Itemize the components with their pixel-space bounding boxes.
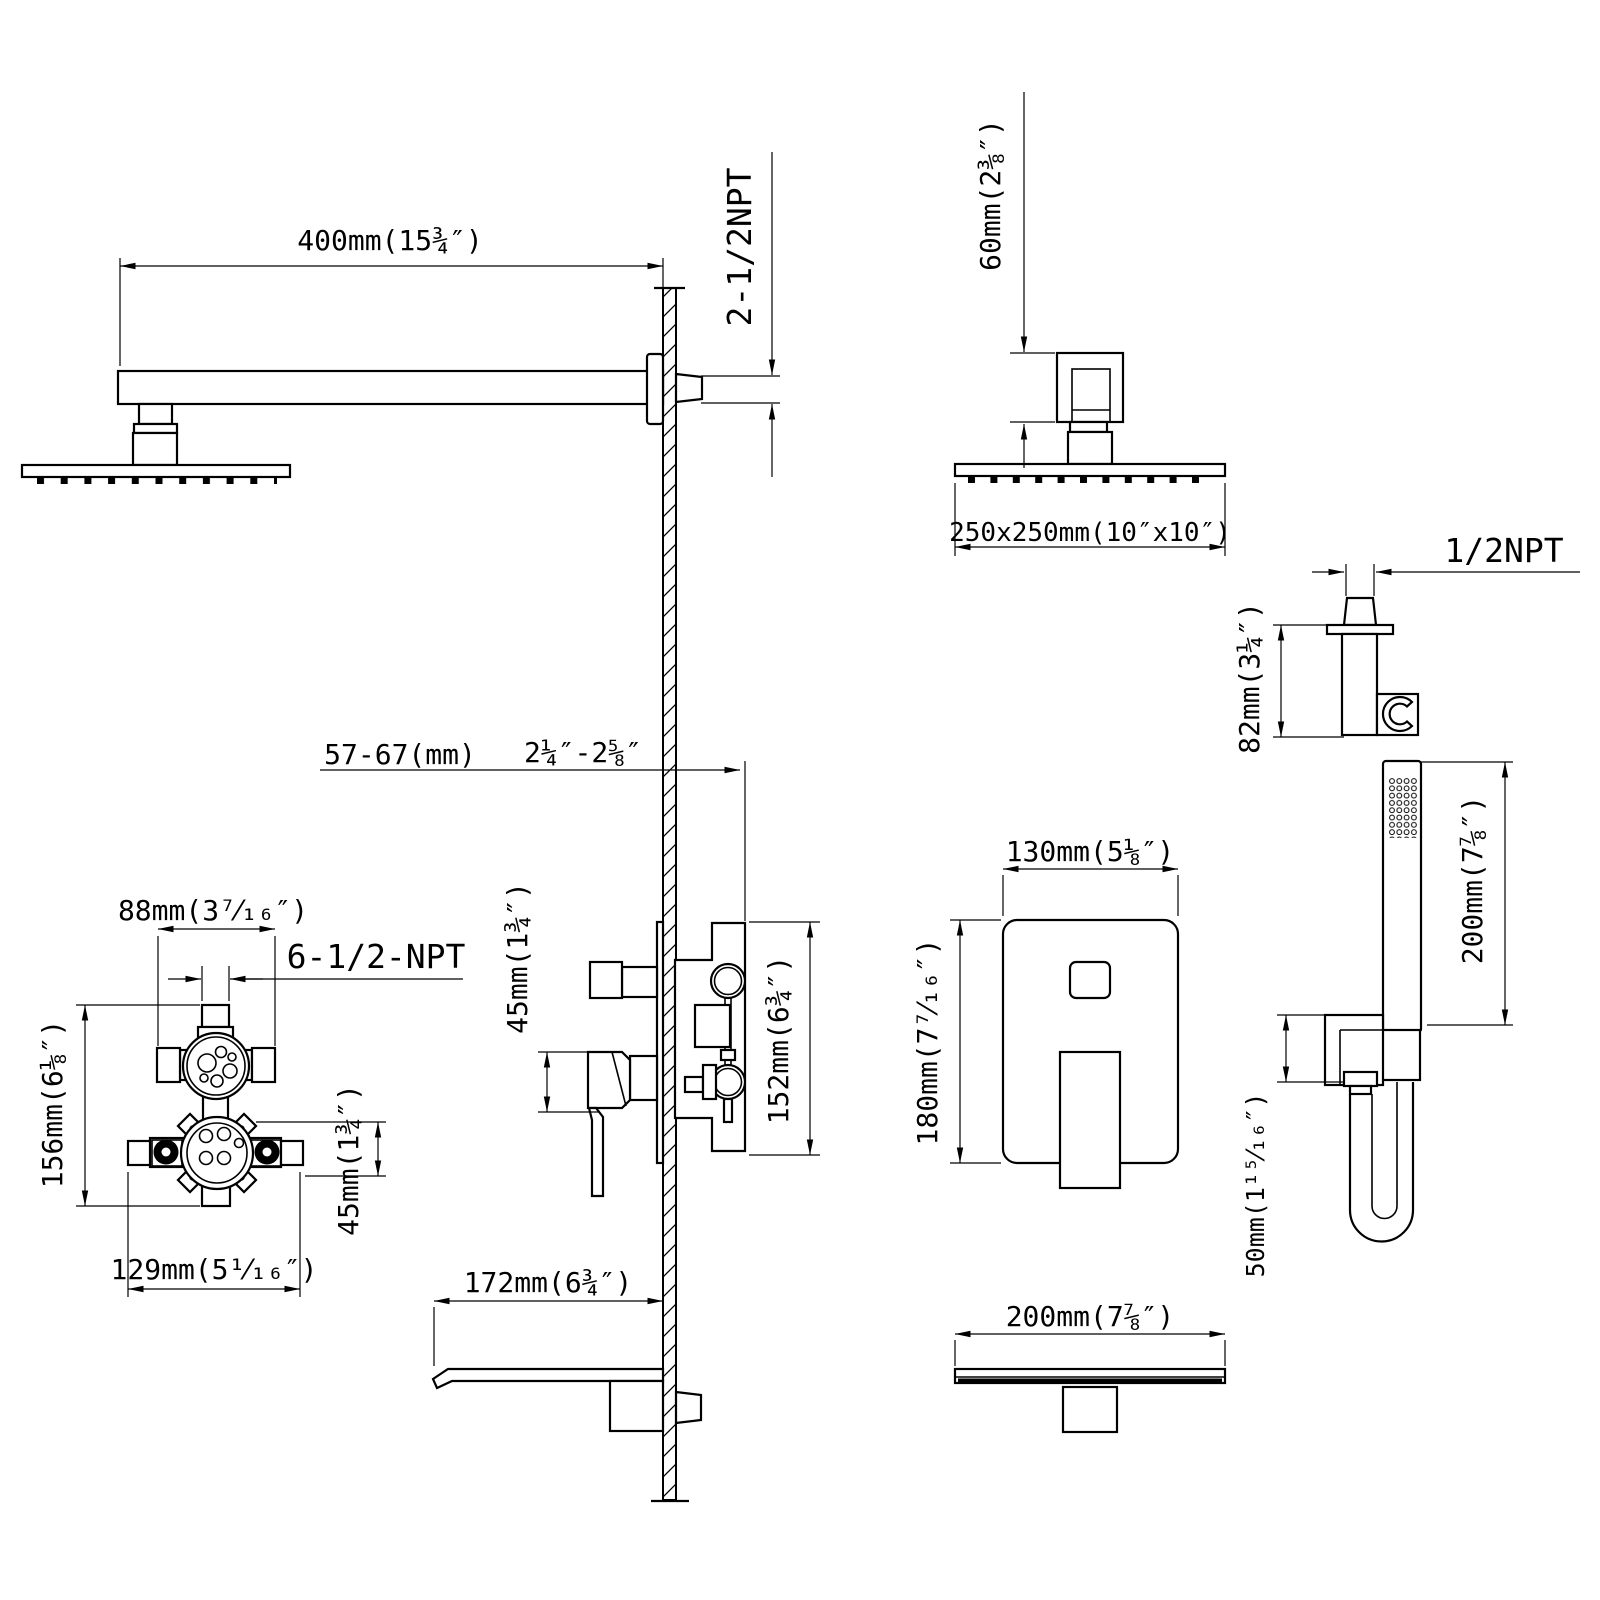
arm-neck — [137, 402, 174, 426]
lever-handle — [1058, 1050, 1122, 1190]
valve-lower-left-port — [126, 1139, 152, 1167]
dim-wall-depth-mm: 57-67(mm) — [324, 738, 476, 771]
holder-supply-stub — [1342, 596, 1378, 627]
valve-upper-left-port — [155, 1046, 182, 1084]
figure-trim-plate-front: 130mm(5⅛″) 180mm(7⁷⁄₁₆″) — [911, 835, 1180, 1190]
handle-lever-side — [587, 1106, 605, 1198]
diverter-mechanism — [693, 1003, 732, 1049]
dim-head-drop: 60mm(2⅜″) — [974, 119, 1007, 271]
wall-section — [651, 286, 689, 1503]
figure-spout-top: 200mm(7⅞″) — [953, 1300, 1227, 1434]
figure-shower-arm-side: 400mm(15¾″) 2-1/2NPT — [20, 152, 780, 485]
lower-valve-cartridge — [179, 1115, 255, 1191]
diverter-button — [1068, 960, 1112, 1000]
dim-plate-width: 130mm(5⅛″) — [1006, 835, 1175, 868]
dim-holder-height: 82mm(3¼″) — [1233, 602, 1266, 754]
dim-holder-thread: 1/2NPT — [1444, 531, 1563, 570]
figure-rough-in-valve: 88mm(3⁷⁄₁₆″) 6-1/2-NPT 156mm(6⅛″) 45mm(1… — [36, 894, 466, 1297]
head-collar — [1068, 420, 1109, 434]
dim-wall-depth-in: 2¼″-2⅝″ — [524, 736, 642, 769]
tub-spout — [431, 1367, 665, 1390]
arm-wall-fitting — [674, 372, 704, 404]
holder-body — [1340, 632, 1379, 737]
dim-plate-height: 180mm(7⁷⁄₁₆″) — [911, 939, 944, 1146]
shower-head-side — [20, 463, 292, 479]
shower-head-nozzles — [37, 478, 277, 485]
hose-inner — [1371, 1082, 1398, 1220]
shower-head-front-nozzles — [968, 477, 1214, 484]
holder-hook-cradle — [1381, 695, 1414, 733]
dim-head-size: 250x250mm(10″x10″) — [949, 518, 1231, 548]
dim-valve-thread: 6-1/2-NPT — [287, 937, 466, 976]
dim-valve-top-width: 88mm(3⁷⁄₁₆″) — [118, 894, 308, 927]
dim-arm-thread: 2-1/2NPT — [720, 167, 759, 326]
dim-valve-bottom-width: 129mm(5¹⁄₁₆″) — [111, 1253, 318, 1286]
hose-nut — [1342, 1070, 1379, 1088]
trim-plate-edge — [655, 920, 665, 1165]
shower-arm — [116, 369, 665, 406]
arm-collar — [132, 422, 179, 435]
valve-upper-right-port — [250, 1046, 277, 1084]
dim-valve-lower-offset: 45mm(1¾″) — [332, 1084, 365, 1236]
valve-top-pipe — [200, 1003, 231, 1029]
handshower-spray-face — [1389, 778, 1418, 838]
figure-handshower-holder: 1/2NPT 82mm(3¼″) — [1233, 531, 1580, 754]
holder-flange — [1325, 623, 1395, 636]
hose-nut-collar — [1348, 1084, 1373, 1096]
dim-spout-top-width: 200mm(7⅞″) — [1006, 1300, 1175, 1333]
dim-valve-height: 156mm(6⅛″) — [36, 1020, 69, 1189]
shower-head-front — [953, 462, 1227, 478]
shower-outlet-port — [709, 962, 747, 1000]
dim-arm-length: 400mm(15¾″) — [297, 224, 482, 257]
figure-spout-side: 172mm(6¾″) — [431, 1266, 703, 1433]
diverter-button-side — [588, 960, 624, 1000]
arm-wall-flange — [645, 352, 665, 426]
figure-hand-shower: 200mm(7⅞″) 50mm(1¹⁵⁄₁₆″) — [1241, 759, 1513, 1278]
wall — [662, 287, 677, 1501]
figure-shower-head-front: 60mm(2⅜″) 250x250mm(10″x10″) — [949, 92, 1231, 556]
dim-hose-drop: 50mm(1¹⁵⁄₁₆″) — [1241, 1093, 1270, 1278]
hose-outer — [1348, 1082, 1415, 1243]
dim-trim-side-height: 152mm(6¾″) — [762, 956, 795, 1125]
spout-base-block — [608, 1379, 665, 1433]
dim-handle-height: 45mm(1¾″) — [501, 882, 534, 1034]
head-connector — [131, 431, 179, 467]
ceiling-escutcheon — [1055, 351, 1125, 424]
valve-lower-right-port — [279, 1139, 305, 1167]
head-connector-front — [1066, 430, 1114, 466]
wand-elbow — [1378, 1028, 1422, 1082]
dim-spout-length: 172mm(6¾″) — [464, 1266, 633, 1299]
figure-valve-side-view: 57-67(mm) 2¼″-2⅝″ 45mm(1¾″) 152mm(6¾″) — [320, 736, 820, 1198]
dim-wand-length: 200mm(7⅞″) — [1456, 796, 1489, 965]
spout-wall-fitting — [674, 1390, 703, 1425]
spout-top-connector — [1061, 1385, 1119, 1434]
